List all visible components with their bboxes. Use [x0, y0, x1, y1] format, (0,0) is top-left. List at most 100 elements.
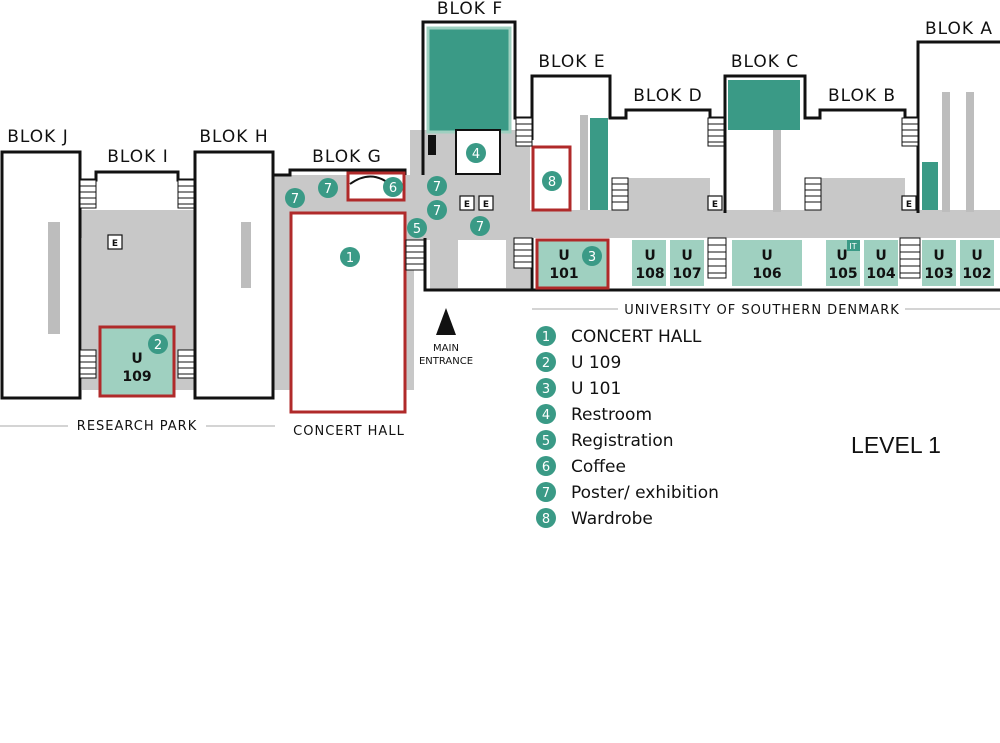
room-u108[interactable]: [632, 240, 666, 286]
svg-text:E: E: [483, 200, 489, 210]
svg-text:4: 4: [472, 147, 480, 162]
room-u107-label-b: 107: [672, 266, 701, 282]
legend-label: Coffee: [571, 457, 626, 477]
block-labels: BLOK A BLOK B BLOK C BLOK D BLOK E BLOK …: [7, 0, 993, 167]
stairs-icon: [177, 179, 195, 209]
room-u103-label-a: U: [933, 248, 944, 264]
legend-marker: [536, 508, 556, 528]
blok-a-label: BLOK A: [925, 19, 993, 39]
marker-poster[interactable]: 7: [470, 216, 490, 236]
blok-e-outline: [530, 74, 626, 140]
elevator-icon: E: [478, 195, 494, 211]
svg-text:E: E: [906, 200, 912, 210]
blok-d-outline: [612, 108, 725, 120]
legend-marker-number: 3: [542, 382, 550, 397]
room-u107-label-a: U: [681, 248, 692, 264]
concert-hall-room[interactable]: [289, 211, 407, 414]
legend-label: Registration: [571, 431, 674, 451]
elevator-icon: E: [901, 195, 917, 211]
interior-walls: [48, 92, 974, 334]
marker-restroom[interactable]: 4: [466, 143, 486, 163]
svg-text:5: 5: [413, 222, 421, 237]
blok-f-label: BLOK F: [437, 0, 503, 19]
legend-label: Poster/ exhibition: [571, 483, 719, 503]
marker-u101[interactable]: 3: [582, 246, 602, 266]
marker-poster[interactable]: 7: [427, 176, 447, 196]
room-u103-label-b: 103: [924, 266, 953, 282]
marker-concert-hall[interactable]: 1: [340, 247, 360, 267]
stairs-icon: [405, 239, 425, 271]
room-u105-label-a: U: [836, 248, 847, 264]
it-badge: [847, 240, 860, 251]
svg-text:7: 7: [433, 180, 441, 195]
blok-c-label: BLOK C: [731, 52, 799, 72]
room-u105-label-b: 105: [828, 266, 857, 282]
main-entrance-label-1: MAIN: [433, 343, 459, 354]
legend-marker: [536, 404, 556, 424]
room-u104-label-a: U: [875, 248, 886, 264]
legend-marker-number: 8: [542, 512, 550, 527]
rooms: U 109 U 101 U 108 U 107 U 106 U 105 IT: [98, 129, 994, 414]
blok-g-label: BLOK G: [312, 147, 382, 167]
legend-label: CONCERT HALL: [571, 327, 702, 347]
room-u106[interactable]: [732, 240, 802, 286]
blok-d-label: BLOK D: [633, 86, 703, 106]
legend-marker-number: 7: [542, 486, 550, 501]
wardrobe-room[interactable]: [531, 145, 572, 212]
svg-text:6: 6: [389, 181, 397, 196]
marker-registration[interactable]: 5: [407, 218, 427, 238]
stairs-icon: [804, 177, 822, 211]
building-walls: [0, 20, 1000, 400]
svg-text:7: 7: [433, 204, 441, 219]
marker-coffee[interactable]: 6: [383, 177, 403, 197]
stairs-icon: [515, 117, 533, 147]
legend-marker: [536, 456, 556, 476]
elevators: E E E E E: [107, 195, 917, 250]
marker-poster[interactable]: 7: [285, 188, 305, 208]
blok-f-teal: [426, 26, 512, 134]
marker-u109[interactable]: 2: [148, 334, 168, 354]
stairs-icon: [79, 349, 97, 379]
teal-areas: [426, 26, 938, 210]
area-labels: RESEARCH PARK CONCERT HALL UNIVERSITY OF…: [0, 303, 1000, 439]
room-u104[interactable]: [864, 240, 898, 286]
blok-a-outline: [916, 40, 1000, 213]
stairs-icon: [513, 237, 533, 269]
room-u107[interactable]: [670, 240, 704, 286]
blok-c-teal: [728, 80, 800, 130]
legend-item: 7 Poster/ exhibition: [536, 482, 719, 503]
entrance-arrow-icon: [436, 308, 456, 335]
marker-poster[interactable]: 7: [318, 178, 338, 198]
legend-marker: [536, 482, 556, 502]
stairs-icon: [707, 237, 727, 279]
legend-marker-number: 2: [542, 356, 550, 371]
legend-marker: [536, 378, 556, 398]
svg-text:E: E: [712, 200, 718, 210]
svg-text:7: 7: [476, 220, 484, 235]
university-label: UNIVERSITY OF SOUTHERN DENMARK: [624, 303, 900, 318]
blok-h-label: BLOK H: [199, 127, 268, 147]
room-u109-label-b: 109: [122, 369, 151, 385]
stairs-icon: [901, 117, 919, 147]
legend-marker-number: 6: [542, 460, 550, 475]
room-u109-label-a: U: [131, 351, 142, 367]
legend-label: Restroom: [571, 405, 652, 425]
room-u102-label-b: 102: [962, 266, 991, 282]
room-u103[interactable]: [922, 240, 956, 286]
black-block: [428, 135, 436, 155]
room-u102[interactable]: [960, 240, 994, 286]
blok-b-label: BLOK B: [828, 86, 896, 106]
svg-text:1: 1: [346, 251, 354, 266]
blok-j-label: BLOK J: [7, 127, 68, 147]
blok-h-outline: [193, 150, 275, 400]
marker-wardrobe[interactable]: 8: [542, 171, 562, 191]
marker-poster[interactable]: 7: [427, 200, 447, 220]
legend-marker: [536, 430, 556, 450]
